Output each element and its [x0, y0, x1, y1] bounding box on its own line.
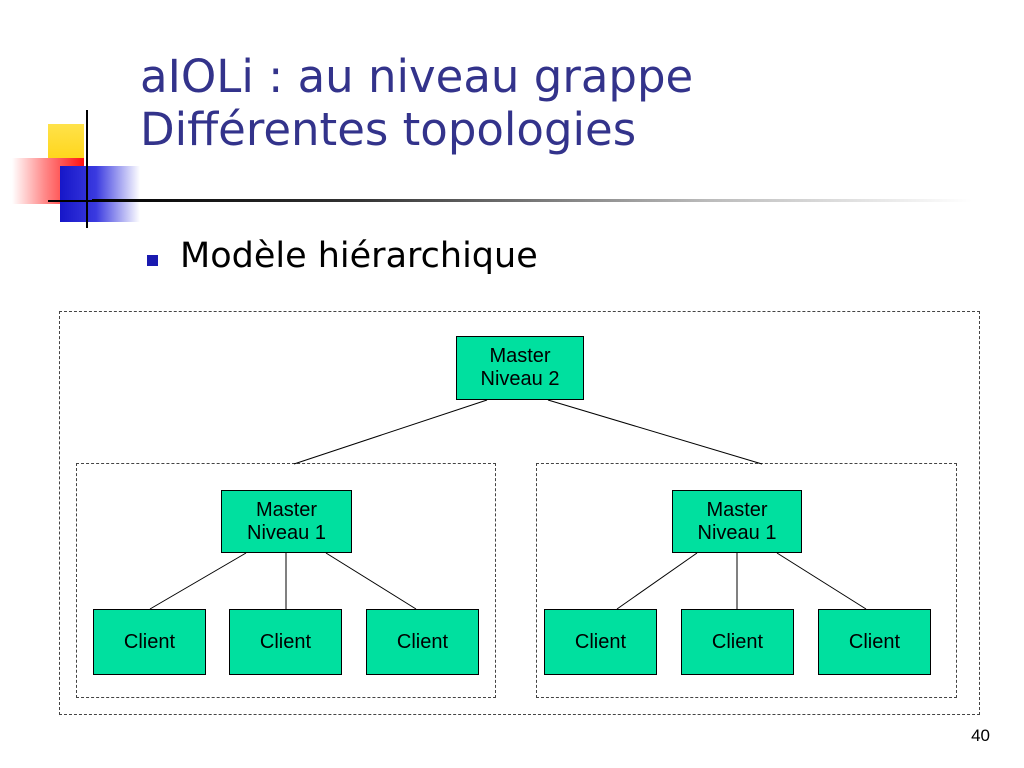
master-top-label-1: Master [489, 345, 551, 367]
title-line-2: Différentes topologies [140, 103, 637, 156]
client-label: Client [848, 630, 901, 653]
client-node-4: Client [544, 609, 657, 675]
cluster-frame-outer [59, 311, 980, 715]
title-underline [92, 199, 972, 202]
bullet-text: Modèle hiérarchique [180, 236, 538, 276]
client-node-2: Client [229, 609, 342, 675]
cluster-frame-left [76, 463, 496, 698]
title-line-1: aIOLi : au niveau grappe [140, 50, 694, 103]
client-node-1: Client [93, 609, 206, 675]
master-niveau-2-node: Master Niveau 2 [456, 336, 584, 400]
client-node-6: Client [818, 609, 931, 675]
bullet-square-icon [147, 255, 158, 266]
client-label: Client [123, 630, 176, 653]
master-left-label-1: Master [255, 498, 318, 521]
master-right-label-2: Niveau 1 [697, 521, 777, 544]
client-label: Client [574, 630, 627, 653]
master-right-label-1: Master [706, 498, 768, 521]
client-label: Client [259, 630, 312, 653]
page-number: 40 [971, 726, 990, 745]
client-label: Client [396, 630, 449, 653]
master-niveau-1-left-node: Master Niveau 1 [221, 490, 352, 553]
decor-vertical-line [86, 110, 88, 228]
master-left-label-2: Niveau 1 [247, 521, 326, 544]
client-node-5: Client [681, 609, 794, 675]
client-node-3: Client [366, 609, 479, 675]
decor-horizontal-line [48, 200, 94, 202]
decor-blue-square [60, 166, 140, 222]
master-top-label-2: Niveau 2 [480, 368, 560, 390]
slide-title: aIOLi : au niveau grappe Différentes top… [140, 50, 693, 156]
master-niveau-1-right-node: Master Niveau 1 [672, 490, 802, 553]
client-label: Client [711, 630, 764, 653]
